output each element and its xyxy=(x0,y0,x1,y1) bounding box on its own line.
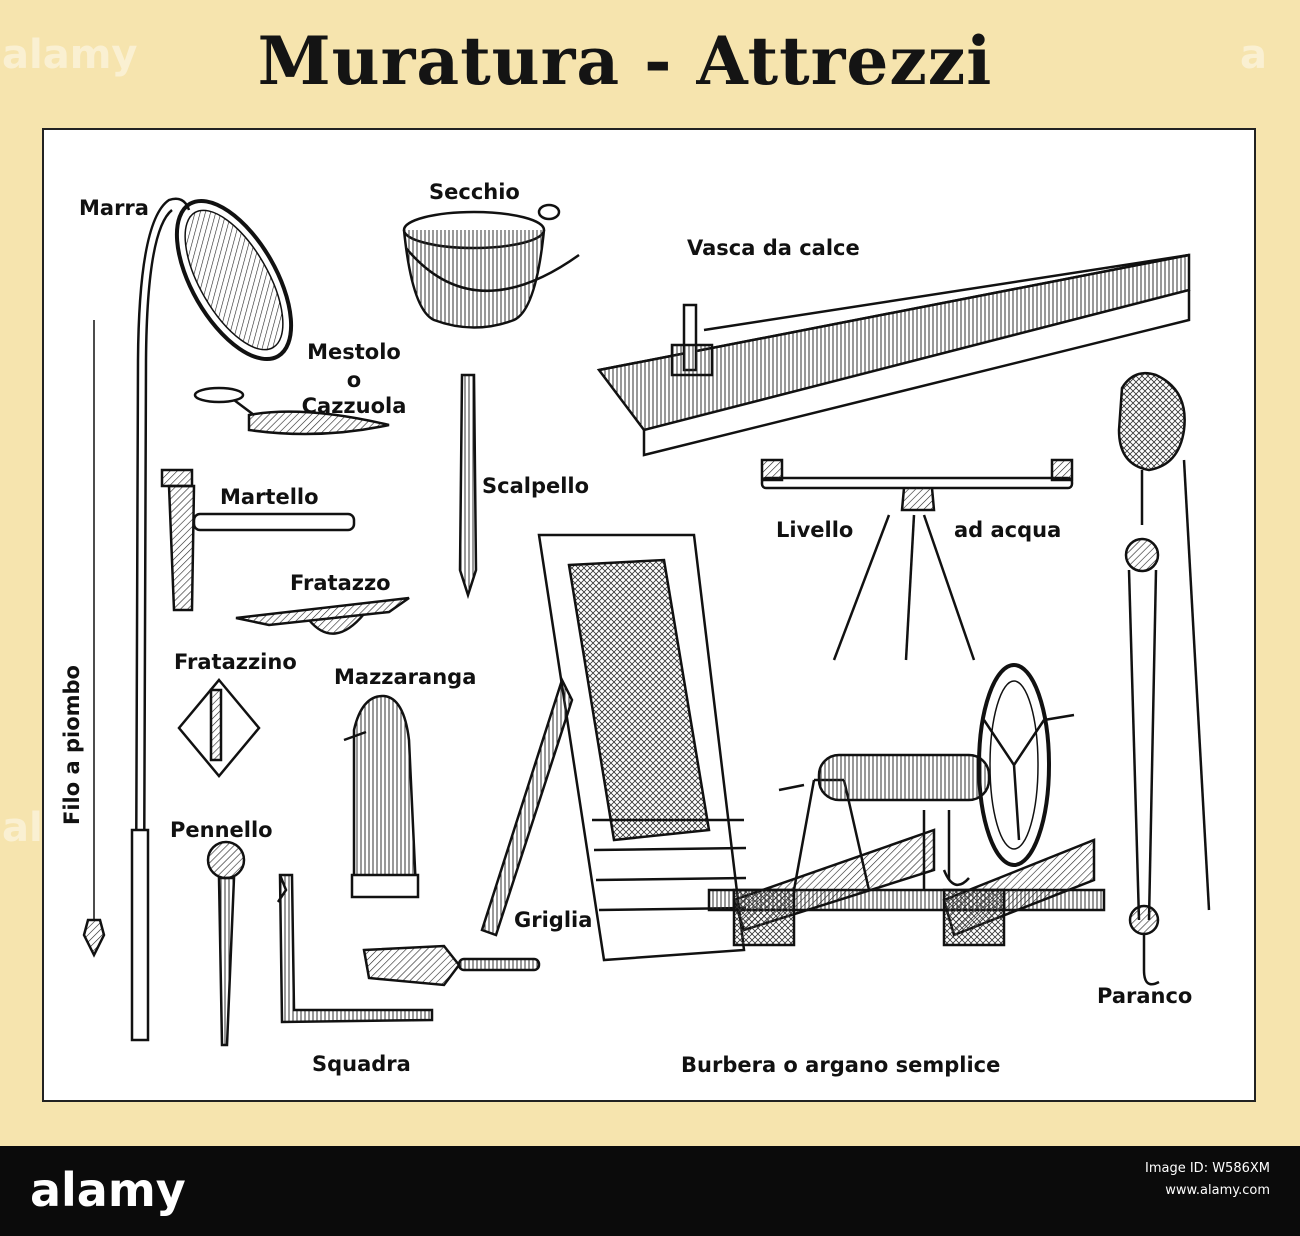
shovel-illustration xyxy=(362,944,541,987)
label-ad-acqua: ad acqua xyxy=(954,518,1062,542)
illustration-panel: Marra Secchio Vasca da calce Mestolo o C… xyxy=(42,128,1256,1102)
label-filo-a-piombo: Filo a piombo xyxy=(60,665,84,825)
secchio-illustration xyxy=(402,203,580,329)
vasca-da-calce-illustration xyxy=(596,253,1191,457)
label-pennello: Pennello xyxy=(170,818,273,842)
label-martello: Martello xyxy=(220,485,319,509)
label-squadra: Squadra xyxy=(312,1052,411,1076)
label-mestolo: Mestolo xyxy=(307,340,401,364)
watermark-right-top: a xyxy=(1240,32,1267,78)
label-burbera: Burbera o argano semplice xyxy=(681,1053,1001,1077)
paranco-illustration xyxy=(1117,371,1211,986)
watermark-left-top: alamy xyxy=(2,32,138,78)
cazzuola-illustration xyxy=(193,386,390,436)
fratazzo-illustration xyxy=(235,596,410,635)
filo-a-piombo-illustration xyxy=(82,320,106,958)
label-scalpello: Scalpello xyxy=(482,474,590,498)
label-fratazzino: Fratazzino xyxy=(174,650,297,674)
label-paranco: Paranco xyxy=(1097,984,1193,1008)
label-griglia: Griglia xyxy=(514,908,593,932)
watermark-url: www.alamy.com xyxy=(1165,1183,1270,1199)
livello-illustration xyxy=(760,458,1074,661)
squadra-illustration xyxy=(276,873,434,1024)
burbera-illustration xyxy=(707,663,1106,947)
label-fratazzo: Fratazzo xyxy=(290,571,391,595)
label-mazzaranga: Mazzaranga xyxy=(334,665,477,689)
watermark-brand: alamy xyxy=(30,1163,186,1217)
martello-illustration xyxy=(160,468,356,612)
marra-illustration xyxy=(130,197,294,1042)
label-livello: Livello xyxy=(776,518,854,542)
label-vasca-da-calce: Vasca da calce xyxy=(687,236,860,260)
label-cazzuola: Cazzuola xyxy=(301,394,407,418)
image-id: Image ID: W586XM xyxy=(1145,1161,1270,1176)
pennello-illustration xyxy=(206,840,246,1047)
fratazzino-illustration xyxy=(177,678,261,778)
mazzaranga-illustration xyxy=(343,694,420,899)
watermark-code: Image ID: W586XM www.alamy.com xyxy=(1145,1158,1270,1202)
label-secchio: Secchio xyxy=(429,180,520,204)
scalpello-illustration xyxy=(458,373,478,600)
label-o: o xyxy=(346,368,362,392)
watermark-footer: alamy Image ID: W586XM www.alamy.com xyxy=(0,1146,1300,1236)
griglia-illustration xyxy=(480,533,747,962)
page-title: Muratura - Attrezzi xyxy=(257,22,993,100)
tools-illustration xyxy=(82,197,1211,1047)
label-marra: Marra xyxy=(79,196,149,220)
